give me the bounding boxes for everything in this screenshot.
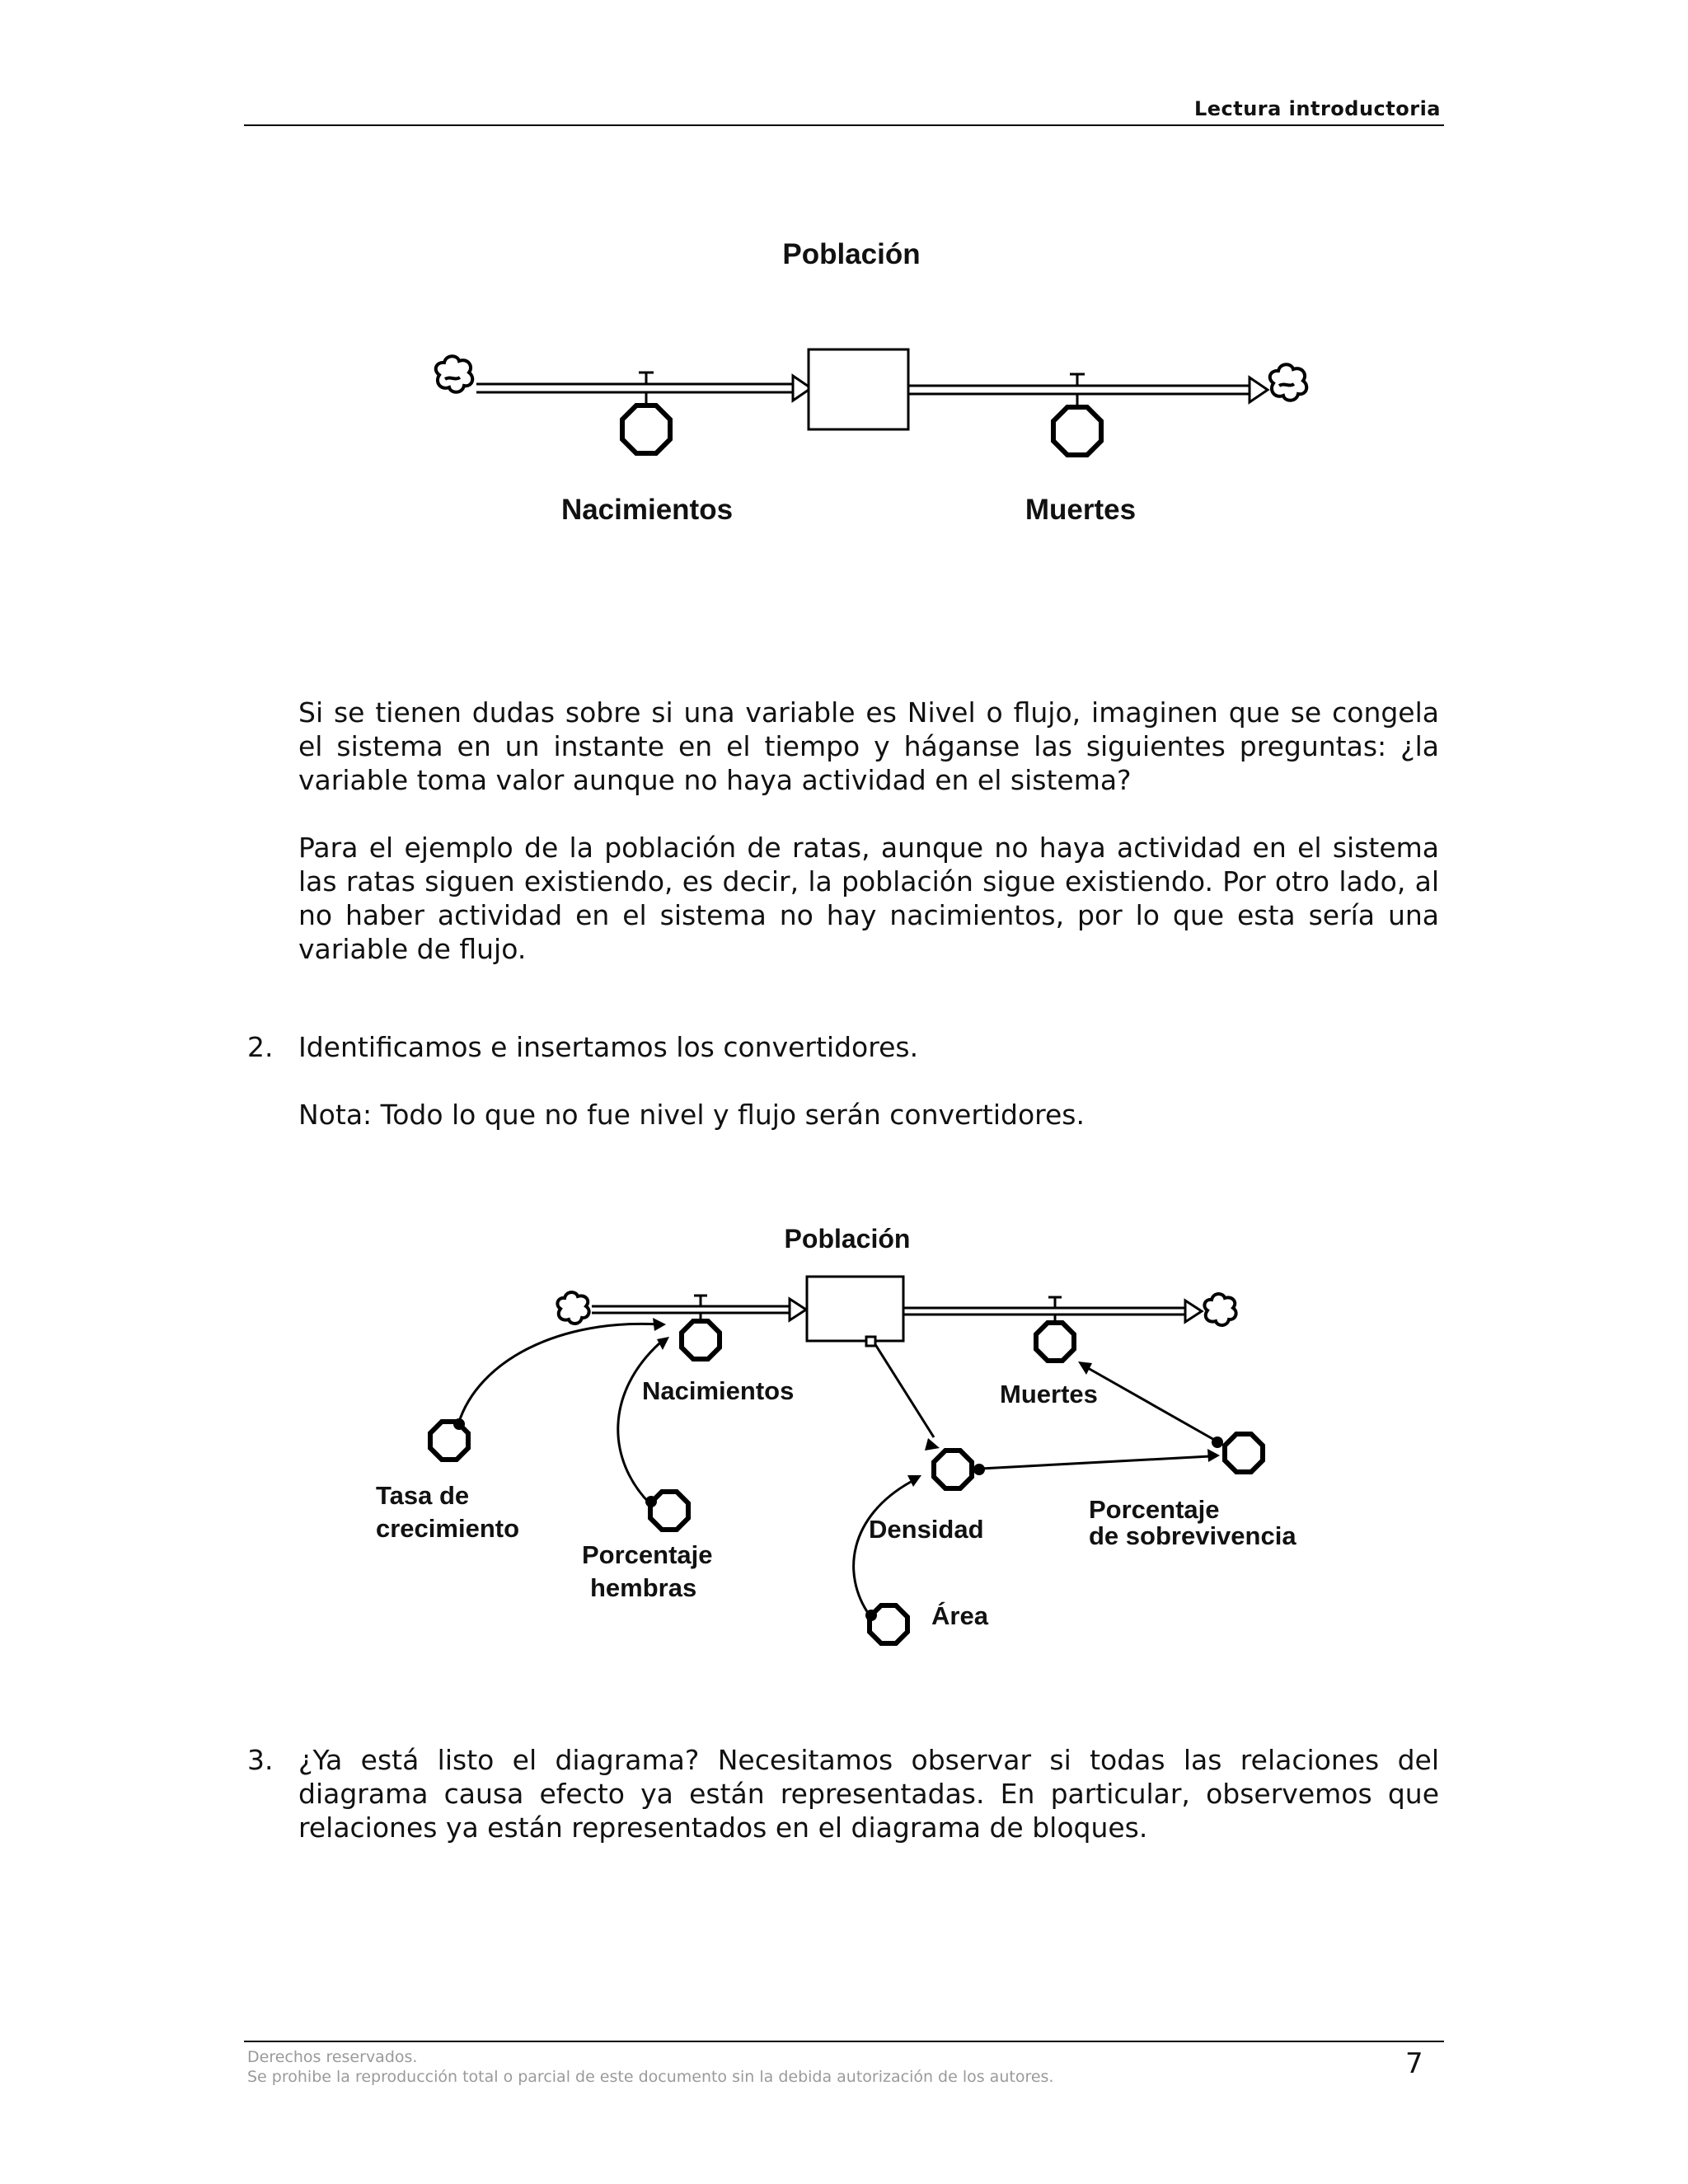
paragraph-1: Si se tienen dudas sobre si una variable…	[298, 696, 1439, 796]
connector-origin-dots	[453, 1335, 1223, 1621]
growth-rate-label-line2: crecimiento	[376, 1514, 519, 1543]
header-rule	[244, 124, 1444, 126]
list-item-2-text: Identificamos e insertamos los convertid…	[298, 1031, 919, 1063]
list-item-2-note: Nota: Todo lo que no fue nivel y flujo s…	[298, 1099, 1085, 1131]
list-item-3-text: ¿Ya está listo el diagrama? Necesitamos …	[298, 1744, 1439, 1844]
outflow-pipe	[908, 373, 1270, 405]
survival-percentage-converter-icon	[1222, 1432, 1265, 1474]
list-number-3: 3.	[247, 1744, 274, 1776]
sink-cloud-icon	[1203, 1292, 1238, 1327]
stock-flow-diagram-2-svg: Población	[376, 1224, 1296, 1646]
inflow-label: Nacimientos	[561, 494, 733, 526]
source-cloud-icon	[434, 354, 475, 394]
area-label: Área	[931, 1601, 989, 1630]
connector-arrowheads	[653, 1318, 1220, 1487]
paragraph-2: Para el ejemplo de la población de ratas…	[298, 832, 1439, 965]
sink-cloud-icon	[1268, 363, 1309, 402]
growth-rate-label-line1: Tasa de	[376, 1481, 469, 1510]
inflow-label-2: Nacimientos	[642, 1376, 794, 1405]
female-percentage-converter-icon	[648, 1489, 691, 1532]
running-header: Lectura introductoria	[1193, 97, 1441, 120]
page-number: 7	[1405, 2047, 1423, 2080]
area-converter-icon	[867, 1603, 910, 1646]
stock-flow-diagram-1: Población	[0, 223, 1688, 552]
inflow-valve-icon	[620, 403, 673, 456]
outflow-label: Muertes	[1025, 494, 1136, 526]
inflow-pipe	[592, 1294, 809, 1323]
female-pct-label-line2: hembras	[590, 1573, 696, 1602]
stock-label: Población	[782, 238, 920, 270]
stock-flow-diagram-1-svg: Población	[434, 238, 1309, 526]
connector-arrows	[457, 1322, 1217, 1616]
inflow-pipe	[476, 371, 814, 403]
female-pct-label-line1: Porcentaje	[582, 1540, 713, 1569]
density-label: Densidad	[869, 1515, 984, 1544]
list-number-2: 2.	[247, 1031, 274, 1063]
stock-flow-diagram-2: Población	[0, 1212, 1688, 1657]
stock-box	[807, 348, 910, 431]
survival-pct-label-line2: de sobrevivencia	[1089, 1521, 1296, 1550]
density-converter-icon	[931, 1448, 974, 1491]
stock-box	[805, 1275, 905, 1343]
outflow-valve-icon	[1051, 405, 1104, 457]
outflow-valve-icon	[1034, 1320, 1076, 1363]
copyright-notice: Derechos reservados.	[247, 2048, 418, 2066]
inflow-valve-icon	[679, 1319, 722, 1361]
stock-label-2: Población	[785, 1224, 911, 1254]
footer-rule	[244, 2041, 1444, 2042]
survival-pct-label-line1: Porcentaje	[1089, 1495, 1220, 1524]
outflow-pipe	[903, 1296, 1204, 1324]
reproduction-notice: Se prohibe la reproducción total o parci…	[247, 2068, 1054, 2086]
source-cloud-icon	[556, 1291, 591, 1325]
outflow-label-2: Muertes	[1000, 1380, 1098, 1408]
